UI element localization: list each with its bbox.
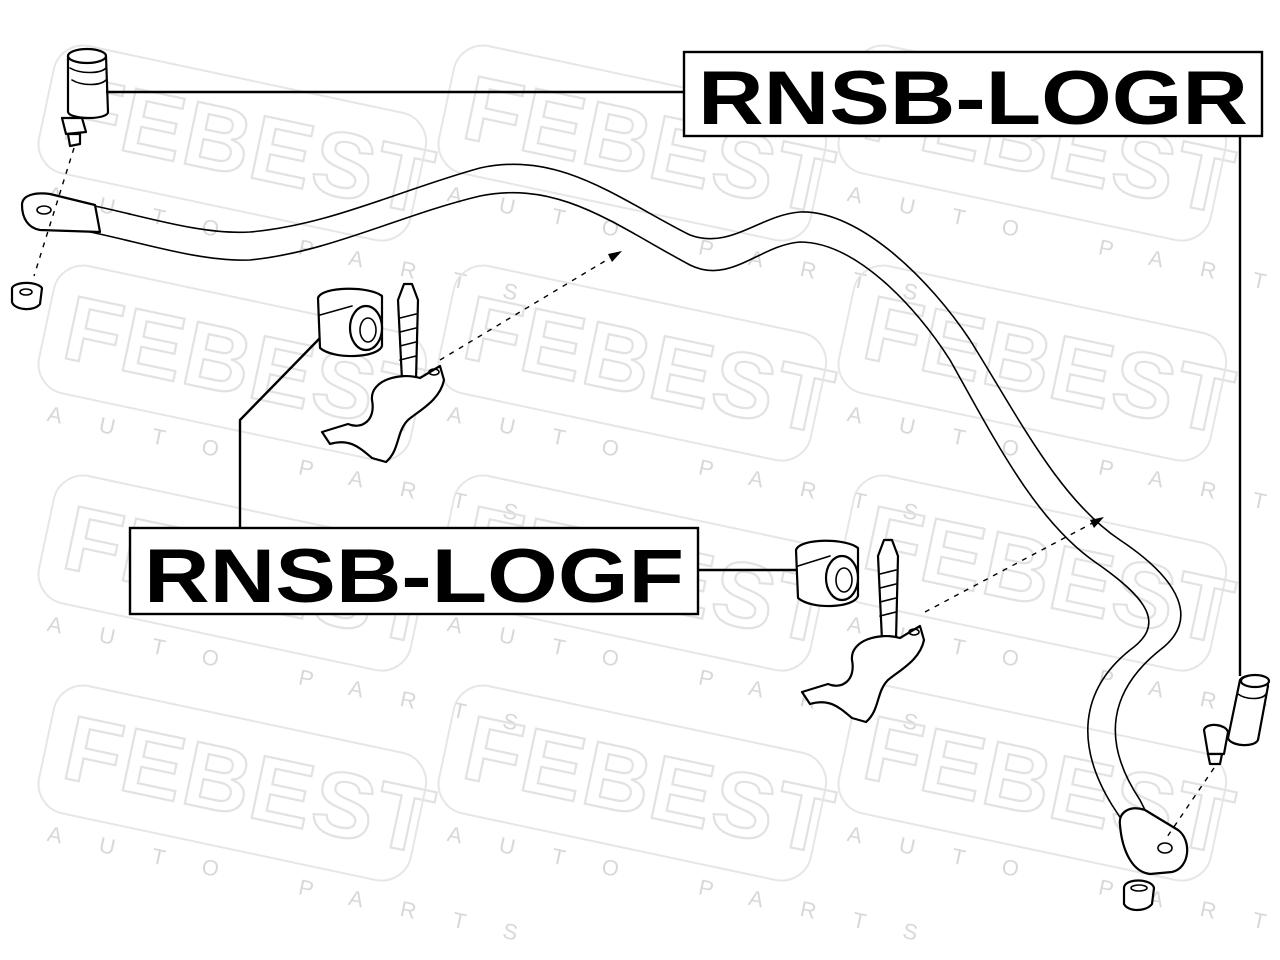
part-number-front: RNSB-LOGF [144,534,684,619]
rear-link-bushing-top [10,47,110,311]
label-front-bushing: RNSB-LOGF [128,526,700,619]
bar-left-end-eye [20,192,102,234]
watermark-tile: FEBEST AUTO PARTS [837,684,1280,953]
label-rear-bushing: RNSB-LOGR [682,50,1264,141]
bar-right-end-eye [1118,807,1189,876]
rear-link-bushing-bottom [1122,673,1271,912]
stabilizer-bar [20,163,1189,876]
front-stabilizer-bushing-left [316,282,446,464]
watermark-layer: FEBEST AUTO PARTS FEBEST AUTO PARTS FEBE… [37,44,1280,953]
leader-front-left [238,337,321,528]
part-number-rear: RNSB-LOGR [698,56,1248,141]
leader-lines [106,90,1242,676]
front-stabilizer-bushing-right [794,538,926,724]
